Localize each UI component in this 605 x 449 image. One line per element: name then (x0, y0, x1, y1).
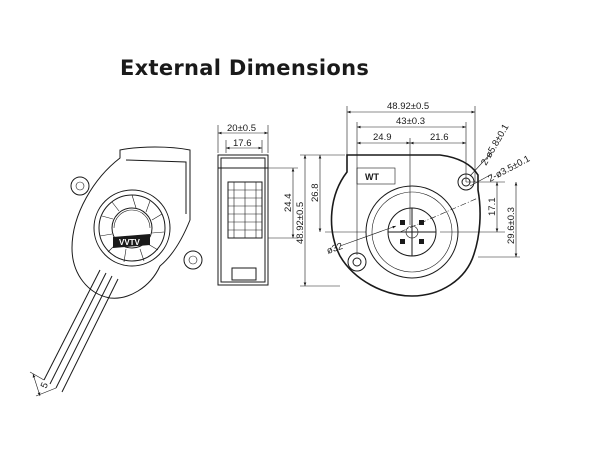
front-height-right-outer: 29.6±0.3 (506, 207, 517, 244)
mount-hole-bottom-left-icon (347, 252, 367, 272)
big-hole-callout: 2-ø5.8±0.1 (479, 122, 511, 167)
fan-plan-view: 5 (29, 146, 203, 397)
front-width-overall: 48.92±0.5 (387, 101, 429, 112)
fan-side-view: 20±0.5 17.6 24.4 (217, 123, 298, 286)
mounting-ear-icon (183, 250, 203, 270)
cable-wires (43, 269, 119, 393)
side-width-overall: 20±0.5 (227, 123, 256, 134)
front-height-left-inner: 26.8 (310, 184, 321, 203)
svg-text:VVTV: VVTV (119, 238, 141, 247)
mounting-ear-icon (70, 176, 90, 196)
brand-logo: VVTV (113, 234, 150, 248)
front-hole-spacing: 43±0.3 (396, 116, 425, 127)
front-offset-left: 24.9 (373, 132, 392, 143)
side-width-inner: 17.6 (233, 138, 252, 149)
front-height-right-inner: 17.1 (487, 198, 498, 217)
hub-spokes (388, 208, 436, 256)
hub-diameter-label: ø32 (325, 241, 344, 257)
fan-front-view: 48.92±0.5 43±0.3 24.9 21.6 WT (295, 101, 532, 297)
label-badge: WT (365, 172, 379, 182)
strip-length-label: 5 (39, 381, 51, 390)
side-height-inner: 24.4 (283, 194, 294, 213)
front-height-overall: 48.92±0.5 (295, 202, 306, 244)
rotor-hub (111, 207, 153, 249)
page-title: External Dimensions (120, 56, 370, 80)
front-offset-right: 21.6 (430, 132, 449, 143)
